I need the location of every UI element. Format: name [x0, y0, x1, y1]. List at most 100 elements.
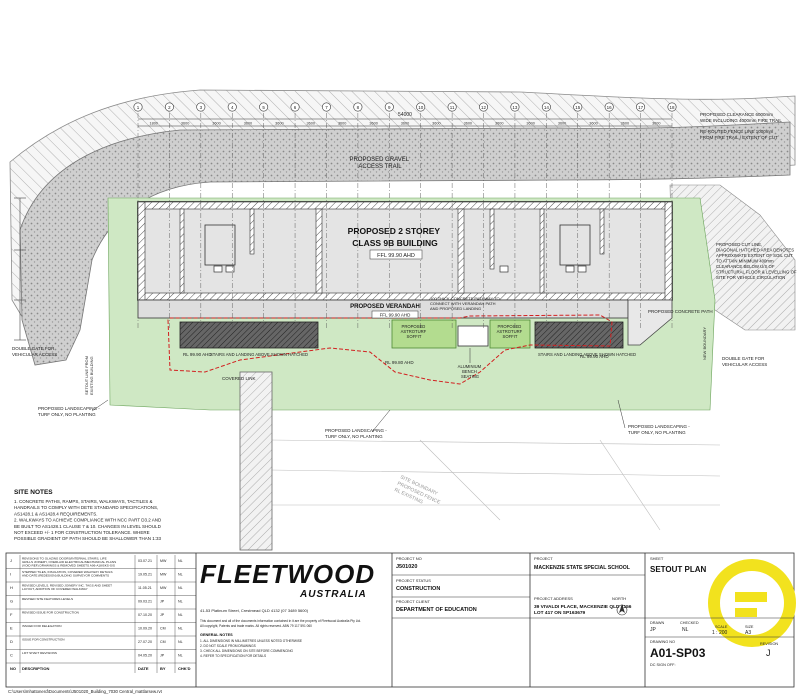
- stairs-right-label: STAIRS AND LANDING ABOVE SHOWN HATCHED: [538, 352, 636, 357]
- grid-bubble: [636, 102, 646, 112]
- grid-bubble: [604, 102, 614, 112]
- project-name: MACKENZIE STATE SPECIAL SCHOOL: [534, 565, 631, 571]
- building-label: PROPOSED 2 STOREY CLASS 9B BUILDING: [348, 226, 443, 248]
- landscaping-1-label: PROPOSED LANDSCAPING - TURF ONLY, NO PLA…: [38, 406, 101, 417]
- existing-contours: [269, 439, 721, 531]
- grid-dimension: 3600: [307, 122, 315, 126]
- svg-text:JP: JP: [160, 613, 165, 617]
- grid-dimension: 3600: [589, 122, 597, 126]
- checked-label: CHECKED: [680, 621, 699, 625]
- svg-text:LAYOUT, ADDITION OF COVERED WA: LAYOUT, ADDITION OF COVERED WALKWAY: [22, 587, 88, 591]
- svg-text:04.05.20: 04.05.20: [138, 654, 152, 658]
- size-label: SIZE: [745, 625, 754, 629]
- grid-bubble: [667, 102, 677, 112]
- svg-text:19.05.21: 19.05.21: [138, 573, 152, 577]
- grid-bubble: [353, 102, 363, 112]
- concrete-path-outline: [167, 314, 613, 385]
- svg-text:LIFT SHAFT REVISIONS: LIFT SHAFT REVISIONS: [22, 651, 57, 655]
- site-note-line: BE BUILT TO AS1428.1 CLAUSE 7 & 10. CHAN…: [14, 524, 162, 529]
- site-note-line: HANDRAILS TO COMPLY WITH DETE STANDARD S…: [14, 505, 158, 510]
- grid-dimension: 3600: [275, 122, 283, 126]
- ffl-main-label: FFL 99.90 AHD: [377, 253, 415, 259]
- ffl-verandah-box: [371, 310, 419, 319]
- svg-text:DATE: DATE: [138, 666, 149, 671]
- svg-text:(VOID REF) DRAWINGS & REMOVED: (VOID REF) DRAWINGS & REMOVED SHEETS A06…: [22, 564, 115, 568]
- grid-bubble: [164, 102, 174, 112]
- revision-label: REVISION: [760, 642, 778, 646]
- stair-void-right: [559, 224, 591, 266]
- grid-bubble: [196, 102, 206, 112]
- rl-left-label: RL 99.90 AHD: [183, 352, 212, 357]
- project-status: CONSTRUCTION: [396, 586, 440, 592]
- grid-number: 1: [137, 105, 140, 110]
- landscaping-2-label: PROPOSED LANDSCAPING - TURF ONLY, NO PLA…: [325, 428, 388, 439]
- svg-text:H: H: [10, 585, 13, 590]
- grid-number: 13: [512, 105, 518, 110]
- verandah-label: PROPOSED VERANDAH: [350, 304, 420, 310]
- grid-dimension: 3600: [621, 122, 629, 126]
- file-path: C:\Users\mhattonerd\Documents\J501020_Bu…: [8, 689, 163, 694]
- svg-text:DESCRIPTION: DESCRIPTION: [22, 666, 49, 671]
- grid-dimension: 3600: [464, 122, 472, 126]
- proposed-cut-label: PROPOSED CUT LINE, DIAGONAL HATCHED AREA…: [716, 242, 798, 280]
- grid-number: 14: [544, 105, 550, 110]
- general-note-line: 4. REFER TO SPECIFICATION FOR DETAILS: [200, 654, 266, 658]
- general-note-line: 3. CHECK ALL DIMENSIONS ON SITE BEFORE C…: [200, 649, 294, 653]
- project-no-label: PROJECT NO: [396, 556, 422, 561]
- bench-label: ALUMINIUM BENCH SEATING: [458, 364, 483, 379]
- title-block: [5, 552, 795, 688]
- rl-right-label: RL 99.90 AHD: [580, 354, 609, 359]
- grid-number: 9: [388, 105, 391, 110]
- grid-number: 7: [325, 105, 328, 110]
- grid-dimension: 3600: [181, 122, 189, 126]
- svg-text:JP: JP: [160, 600, 165, 604]
- svg-text:J: J: [10, 558, 12, 563]
- svg-text:03.07.21: 03.07.21: [138, 559, 152, 563]
- aluminium-bench: [457, 325, 489, 347]
- svg-text:NL: NL: [178, 654, 183, 658]
- sheet-title: SETOUT PLAN: [650, 565, 707, 574]
- grid-dimension: 3600: [526, 122, 534, 126]
- soffit-2-label: PROPOSED ASTROTURF SOFFIT: [497, 324, 524, 339]
- grid-bubble: [133, 102, 143, 112]
- svg-text:NL: NL: [178, 586, 183, 590]
- grid-bubble: [573, 102, 583, 112]
- double-gate-right-label: DOUBLE GATE FOR VEHICULAR ACCESS: [722, 356, 767, 367]
- project-status-label: PROJECT STATUS: [396, 578, 431, 583]
- svg-text:NL: NL: [178, 627, 183, 631]
- size-value: A3: [745, 630, 751, 636]
- general-notes-title: GENERAL NOTES: [200, 633, 233, 637]
- grid-dimension: 3600: [495, 122, 503, 126]
- scale-value: 1 : 200: [712, 630, 728, 636]
- drawn-label: DRAWN: [650, 621, 664, 625]
- drawn-value: JP: [650, 627, 657, 633]
- svg-text:E: E: [10, 626, 13, 631]
- svg-text:ISSUE FOR CONSTRUCTION: ISSUE FOR CONSTRUCTION: [22, 638, 64, 642]
- ffl-verandah-label: FFL 99.90 AHD: [380, 313, 412, 318]
- fleetwood-mark-icon: [708, 559, 796, 647]
- grid-dimension: 3600: [401, 122, 409, 126]
- svg-text:F: F: [10, 612, 13, 617]
- dc-signoff: DC SIGN OFF:: [650, 663, 676, 667]
- site-notes: 1. CONCRETE PATHS, RAMPS, STAIRS, WALKWA…: [14, 499, 162, 541]
- clearance-label: PROPOSED CLEARANCE 6000mm WIDE INCLUDING…: [700, 112, 782, 123]
- svg-text:CM: CM: [160, 627, 166, 631]
- stair-void-left: [204, 224, 236, 266]
- concrete-landing-label: 100 THICK CONCRETE PATHWAY TO CONNECT WI…: [430, 296, 501, 311]
- grid-number: 11: [450, 105, 455, 110]
- revision-value: J: [766, 648, 771, 658]
- svg-text:MW: MW: [160, 559, 167, 563]
- project-client-label: PROJECT CLIENT: [396, 599, 430, 604]
- covered-link-walkway: [239, 371, 273, 551]
- svg-text:NL: NL: [178, 613, 183, 617]
- grid-dimension: 3600: [432, 122, 440, 126]
- grid-number: 10: [418, 105, 424, 110]
